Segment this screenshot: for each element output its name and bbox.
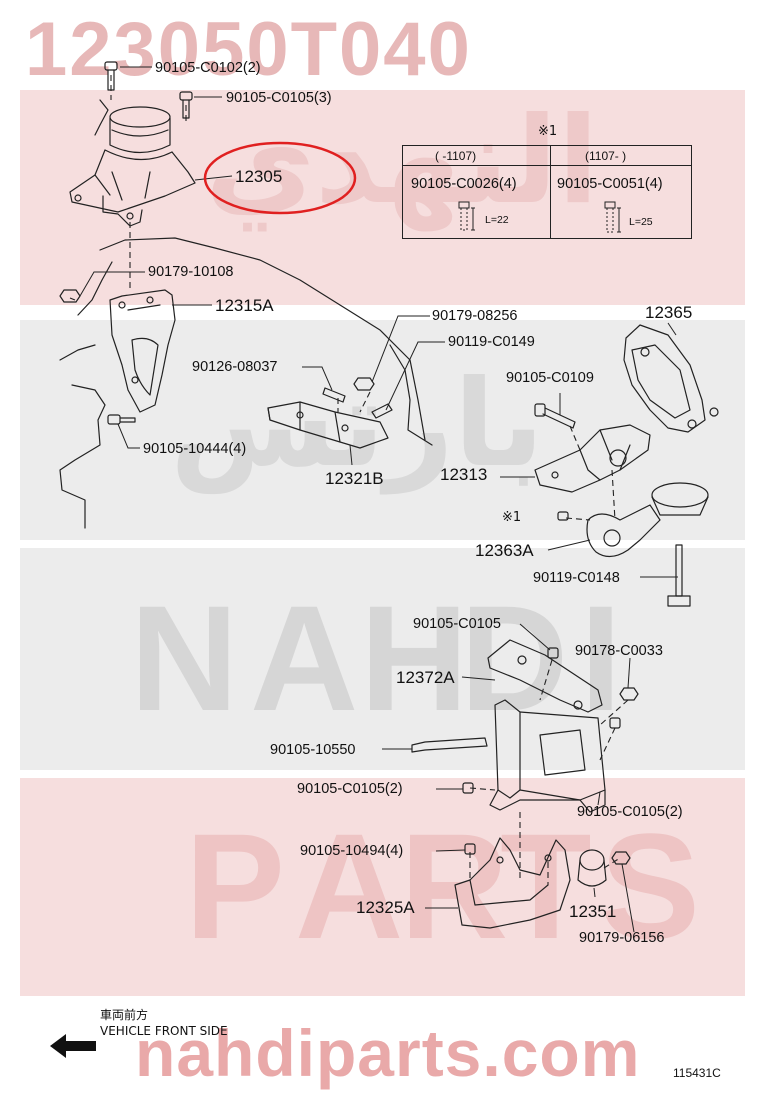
vehicle-front-label: VEHICLE FRONT SIDE <box>100 1024 228 1038</box>
bolt-icon <box>411 737 488 753</box>
callout-bolt-sketches <box>458 201 621 233</box>
part-label[interactable]: 12363A <box>475 541 534 560</box>
watermark-letter: P <box>185 802 286 970</box>
part-label[interactable]: 90105-C0109 <box>506 370 594 386</box>
vehicle-front-label-jp: 車両前方 <box>100 1008 149 1022</box>
part-label[interactable]: 90105-C0105 <box>413 616 501 632</box>
nut-icon <box>59 289 81 303</box>
bolt-icon <box>107 414 136 425</box>
callout-col1-length: L=22 <box>485 214 509 226</box>
bolt-icon <box>534 403 576 429</box>
part-label[interactable]: 90105-C0105(2) <box>577 804 683 820</box>
part-label[interactable]: 90105-C0102(2) <box>155 60 261 76</box>
engine-outline <box>389 344 433 446</box>
watermark-letter: R <box>400 802 509 970</box>
bolt-icon <box>557 511 569 521</box>
watermark-band <box>20 90 745 305</box>
part-label[interactable]: 12313 <box>440 465 488 484</box>
watermark-website: nahdiparts.com <box>135 1016 641 1090</box>
bolt-icon <box>609 717 621 729</box>
part-label[interactable]: 90105-10444(4) <box>143 441 247 457</box>
watermark-letter: I <box>580 574 622 742</box>
engine-mount-12305 <box>69 99 196 227</box>
watermark-arabic-brand: بارتس <box>170 355 544 494</box>
stud-icon <box>322 387 346 403</box>
engine-outline <box>59 261 113 529</box>
watermark-band <box>20 548 745 770</box>
part-label[interactable]: 90119-C0148 <box>533 570 620 586</box>
nut-icon <box>353 377 375 391</box>
watermark-letter: S <box>600 802 701 970</box>
part-label[interactable]: 12365 <box>645 303 693 322</box>
part-label[interactable]: 90105-10550 <box>270 742 356 758</box>
part-label[interactable]: 90105-10494(4) <box>300 843 404 859</box>
watermark-arabic-brand: النهدي <box>205 92 599 231</box>
mount-12363A <box>586 482 709 558</box>
watermark-part-number: 123050T040 <box>25 7 472 92</box>
watermark-band <box>20 778 745 996</box>
part-label[interactable]: 12315A <box>215 296 274 315</box>
reference-mark: ※1 <box>502 510 522 525</box>
bolt-icon <box>371 403 393 419</box>
bracket-12372A <box>487 639 606 813</box>
part-label[interactable]: 12321B <box>325 469 384 488</box>
part-label[interactable]: 12351 <box>569 902 617 921</box>
engine-outline <box>99 237 426 441</box>
part-label[interactable]: 90119-C0149 <box>448 334 535 350</box>
watermark-letter: A <box>295 802 404 970</box>
callout-col2-length: L=25 <box>629 216 653 228</box>
nut-icon <box>619 687 639 701</box>
bracket-12315A <box>109 289 176 413</box>
bolt-icon <box>667 544 691 607</box>
part-label[interactable]: 90179-06156 <box>579 930 665 946</box>
part-label[interactable]: 12325A <box>356 898 415 917</box>
front-arrow-icon <box>50 1034 96 1058</box>
part-label[interactable]: 12372A <box>396 668 455 687</box>
cover-12365 <box>623 324 719 433</box>
variant-callout-table: ( -1107) (1107- ) 90105-C0026(4) 90105-C… <box>402 145 692 239</box>
part-label[interactable]: 90105-C0105(3) <box>226 90 332 106</box>
callout-col1-part[interactable]: 90105-C0026(4) <box>411 176 517 192</box>
callout-col2-part[interactable]: 90105-C0051(4) <box>557 176 663 192</box>
callout-col2-range: (1107- ) <box>585 149 627 163</box>
nut-icon <box>611 851 631 865</box>
bracket-12321B <box>267 401 389 449</box>
bracket-12313 <box>534 424 651 493</box>
watermark-letter: H <box>360 574 469 742</box>
part-label[interactable]: 90179-10108 <box>148 264 234 280</box>
watermark-letter: N <box>130 574 239 742</box>
highlight-circle <box>203 141 357 215</box>
part-label[interactable]: 90126-08037 <box>192 359 278 375</box>
callout-col1-range: ( -1107) <box>435 149 477 163</box>
part-label-highlighted[interactable]: 12305 <box>235 167 283 186</box>
part-label[interactable]: 90105-C0105(2) <box>297 781 403 797</box>
watermark-letter: T <box>500 802 592 970</box>
watermark-letter: A <box>250 574 359 742</box>
callout-mark: ※1 <box>538 124 558 139</box>
bolt-icon <box>547 647 559 659</box>
bushing-12351 <box>577 849 607 887</box>
part-label[interactable]: 90178-C0033 <box>575 643 663 659</box>
bracket-12325A <box>454 837 571 929</box>
part-label[interactable]: 90179-08256 <box>432 308 518 324</box>
diagram-id: 115431C <box>673 1066 721 1080</box>
